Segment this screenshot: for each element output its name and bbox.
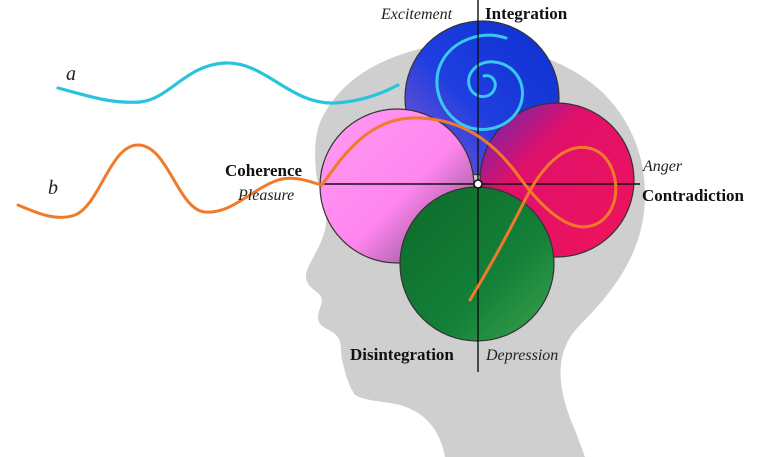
wave-a bbox=[56, 61, 400, 105]
wave-b-curve bbox=[320, 116, 618, 302]
label-disintegration: Disintegration bbox=[350, 345, 454, 364]
label-contradiction: Contradiction bbox=[642, 186, 745, 205]
spiral-icon bbox=[435, 33, 524, 131]
label-excitement: Excitement bbox=[380, 6, 453, 23]
label-depression: Depression bbox=[485, 347, 558, 364]
origin-point bbox=[473, 179, 483, 189]
wave-b-label: b bbox=[48, 177, 58, 199]
wave-a-label: a bbox=[66, 63, 76, 85]
circle-disintegration bbox=[399, 186, 555, 342]
wave-b bbox=[16, 143, 324, 219]
label-coherence: Coherence bbox=[225, 161, 303, 180]
label-anger: Anger bbox=[642, 158, 683, 175]
label-pleasure: Pleasure bbox=[237, 187, 294, 204]
label-integration: Integration bbox=[485, 4, 568, 23]
